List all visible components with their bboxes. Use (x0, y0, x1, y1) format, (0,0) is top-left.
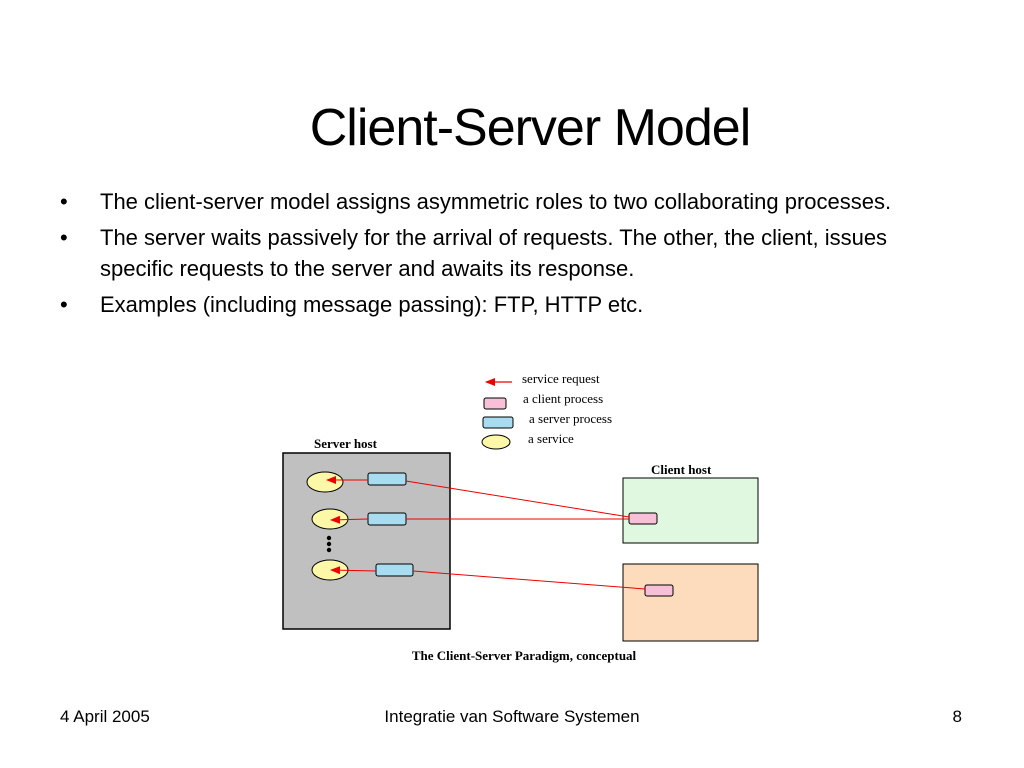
legend: service request a client process a serve… (481, 371, 612, 450)
ellipsis-dots (326, 535, 332, 553)
legend-service-label: a service (528, 431, 574, 446)
client-process-box (644, 584, 674, 597)
service-ellipse (306, 471, 344, 493)
legend-service-request-label: service request (522, 371, 600, 386)
bullet-marker: • (60, 225, 68, 250)
bullet-text: The client-server model assigns asymmetr… (100, 189, 892, 214)
bullet-marker: • (60, 292, 68, 317)
footer-date: 4 April 2005 (60, 707, 150, 726)
server-process-box (367, 472, 407, 486)
slide-title: Client-Server Model (309, 99, 752, 157)
request-arrows (326, 476, 646, 590)
bullet-marker: • (60, 189, 68, 214)
client-host-label: Client host (651, 462, 712, 477)
legend-server-process-label: a server process (529, 411, 612, 426)
bullet-text: The server waits passively for the arriv… (100, 225, 888, 281)
legend-server-process-swatch (482, 416, 514, 429)
service-ellipse (311, 508, 349, 530)
bullet-item: • The server waits passively for the arr… (58, 222, 958, 284)
diagram-caption: The Client-Server Paradigm, conceptual (412, 648, 637, 663)
server-process-box (367, 512, 407, 526)
client-host-box (622, 477, 759, 544)
client-process-box (628, 512, 658, 525)
server-process-box (375, 563, 414, 577)
bullet-item: • The client-server model assigns asymme… (58, 186, 958, 217)
server-host-label: Server host (314, 436, 378, 451)
footer-course: Integratie van Software Systemen (384, 707, 640, 726)
legend-client-process-swatch (483, 397, 507, 410)
bullet-text: Examples (including message passing): FT… (100, 292, 644, 317)
client-host-box (622, 563, 759, 642)
legend-service-swatch (481, 434, 511, 450)
legend-client-process-label: a client process (523, 391, 603, 406)
bullet-item: • Examples (including message passing): … (58, 289, 958, 320)
bullet-list: • The client-server model assigns asymme… (58, 186, 958, 325)
footer-page-number: 8 (952, 707, 962, 726)
